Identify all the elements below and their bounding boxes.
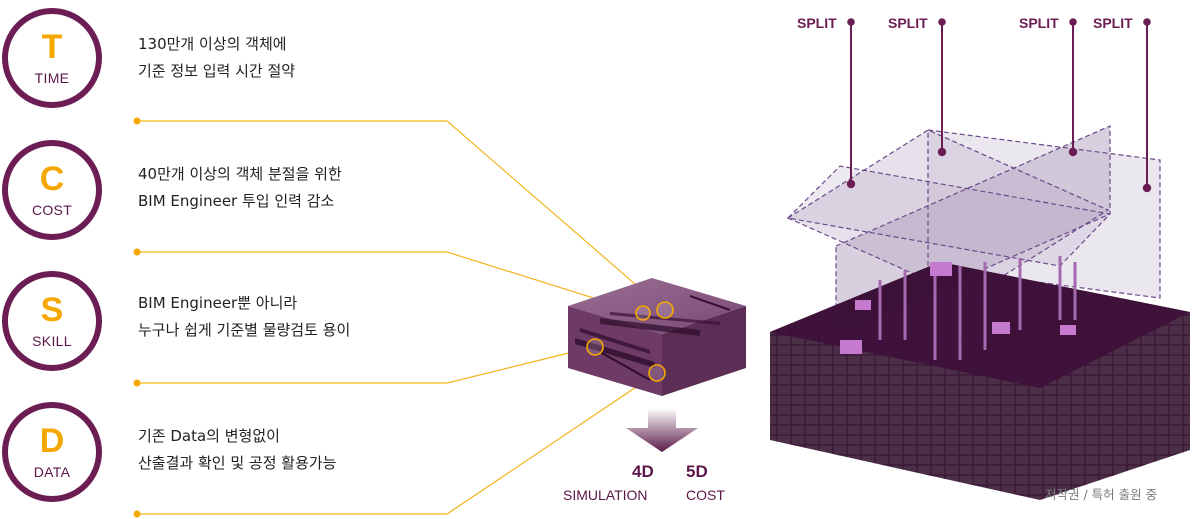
skill-description: BIM Engineer뿐 아니라 누구나 쉽게 기준별 물량검토 용이 xyxy=(138,290,350,344)
cost-line-2: BIM Engineer 투입 인력 감소 xyxy=(138,192,335,210)
time-label: TIME xyxy=(34,70,70,86)
data-letter: D xyxy=(39,422,65,460)
time-letter: T xyxy=(41,28,63,66)
split-label-1: SPLIT xyxy=(797,15,837,31)
cost-letter: C xyxy=(39,160,65,198)
time-line-1: 130만개 이상의 객체에 xyxy=(138,35,287,53)
output-5d-big: 5D xyxy=(686,462,708,481)
data-line-1: 기존 Data의 변형없이 xyxy=(138,427,280,445)
building-model xyxy=(770,125,1190,500)
split-markers xyxy=(846,18,1152,193)
split-label-2: SPLIT xyxy=(888,15,928,31)
cost-line-1: 40만개 이상의 객체 분절을 위한 xyxy=(138,165,342,183)
output-4d-big: 4D xyxy=(632,462,654,481)
cost-circle: C COST xyxy=(2,140,102,240)
cost-description: 40만개 이상의 객체 분절을 위한 BIM Engineer 투입 인력 감소 xyxy=(138,161,342,215)
output-4d-small: SIMULATION xyxy=(563,487,648,503)
cost-label: COST xyxy=(31,202,73,218)
split-label-4: SPLIT xyxy=(1093,15,1133,31)
skill-line-1: BIM Engineer뿐 아니라 xyxy=(138,294,298,312)
time-description: 130만개 이상의 객체에 기준 정보 입력 시간 절약 xyxy=(138,31,295,85)
skill-label: SKILL xyxy=(32,333,72,349)
callout-circles xyxy=(586,301,674,382)
model-box xyxy=(568,278,746,396)
split-label-3: SPLIT xyxy=(1019,15,1059,31)
data-description: 기존 Data의 변형없이 산출결과 확인 및 공정 활용가능 xyxy=(138,423,336,477)
data-label: DATA xyxy=(33,464,71,480)
connector-lines xyxy=(137,120,666,515)
time-line-2: 기준 정보 입력 시간 절약 xyxy=(138,62,296,80)
time-circle: T TIME xyxy=(2,8,102,108)
skill-letter: S xyxy=(40,291,64,329)
data-circle: D DATA xyxy=(2,402,102,502)
data-line-2: 산출결과 확인 및 공정 활용가능 xyxy=(138,454,337,472)
copyright-note: 저작권 / 특허 출원 중 xyxy=(1045,487,1158,502)
connector-dots xyxy=(133,117,141,518)
skill-circle: S SKILL xyxy=(2,271,102,371)
skill-line-2: 누구나 쉽게 기준별 물량검토 용이 xyxy=(138,321,351,339)
output-5d-small: COST xyxy=(686,487,725,503)
down-arrow-icon xyxy=(626,408,698,452)
